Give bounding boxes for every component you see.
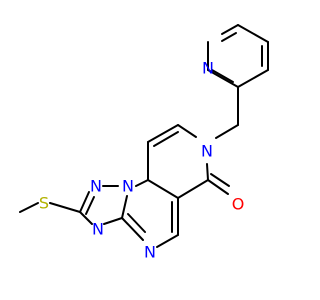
atom-labels: S N N N N N O N (39, 59, 244, 262)
atom-nitrogen-pyrimidine: N (144, 243, 156, 262)
atom-oxygen-carbonyl: O (232, 195, 245, 214)
bond-py-c3-c2 (207, 69, 239, 88)
bond-c9b-n2 (135, 179, 149, 187)
atom-nitrogen-triazole-3: N (92, 220, 104, 239)
atom-nitrogen-triazole-2: N (122, 177, 134, 196)
bond-py-n1-c6-double (221, 32, 237, 42)
bond-ch3-s (19, 202, 39, 213)
bond-c9-c8-double (153, 131, 179, 147)
bond-n7-ch2 (215, 124, 239, 139)
bond-c6-c5a (177, 179, 209, 199)
bond-c6-o-double (210, 173, 230, 187)
bond-n2-c9a (121, 195, 128, 219)
molecule-structure: S N N N N N O N (19, 24, 269, 262)
bond-py-n1-c6 (221, 24, 239, 35)
bond-c8-n7 (177, 124, 197, 138)
atom-nitrogen-triazole-1: N (90, 177, 102, 196)
atom-nitrogen-pyridine: N (202, 59, 214, 78)
bond-c9a-n3 (103, 217, 123, 225)
molecule-canvas: S N N N N N O N (19, 24, 269, 262)
bond-n7-c6 (206, 163, 209, 181)
bond-s-c2 (49, 202, 81, 213)
bond-n3-c2 (79, 211, 93, 225)
bond-py-c3-c2-double (211, 69, 234, 83)
bond-py-c6-c5 (237, 24, 269, 43)
bond-c9a-n4 (121, 217, 144, 241)
bond-c6-o (207, 179, 229, 195)
bond-n4-c5 (156, 234, 179, 248)
bond-c9a-n4-double (127, 213, 146, 233)
bond-c5a-c9b (147, 179, 179, 199)
bonds (19, 24, 269, 248)
atom-nitrogen-pyridinone: N (201, 142, 213, 161)
atom-sulfur: S (39, 194, 49, 213)
bond-c2-n1 (79, 191, 90, 213)
bond-c2-n1-double (85, 196, 95, 215)
bond-py-c4-c3 (237, 69, 269, 88)
bond-c9-c8 (147, 124, 179, 143)
